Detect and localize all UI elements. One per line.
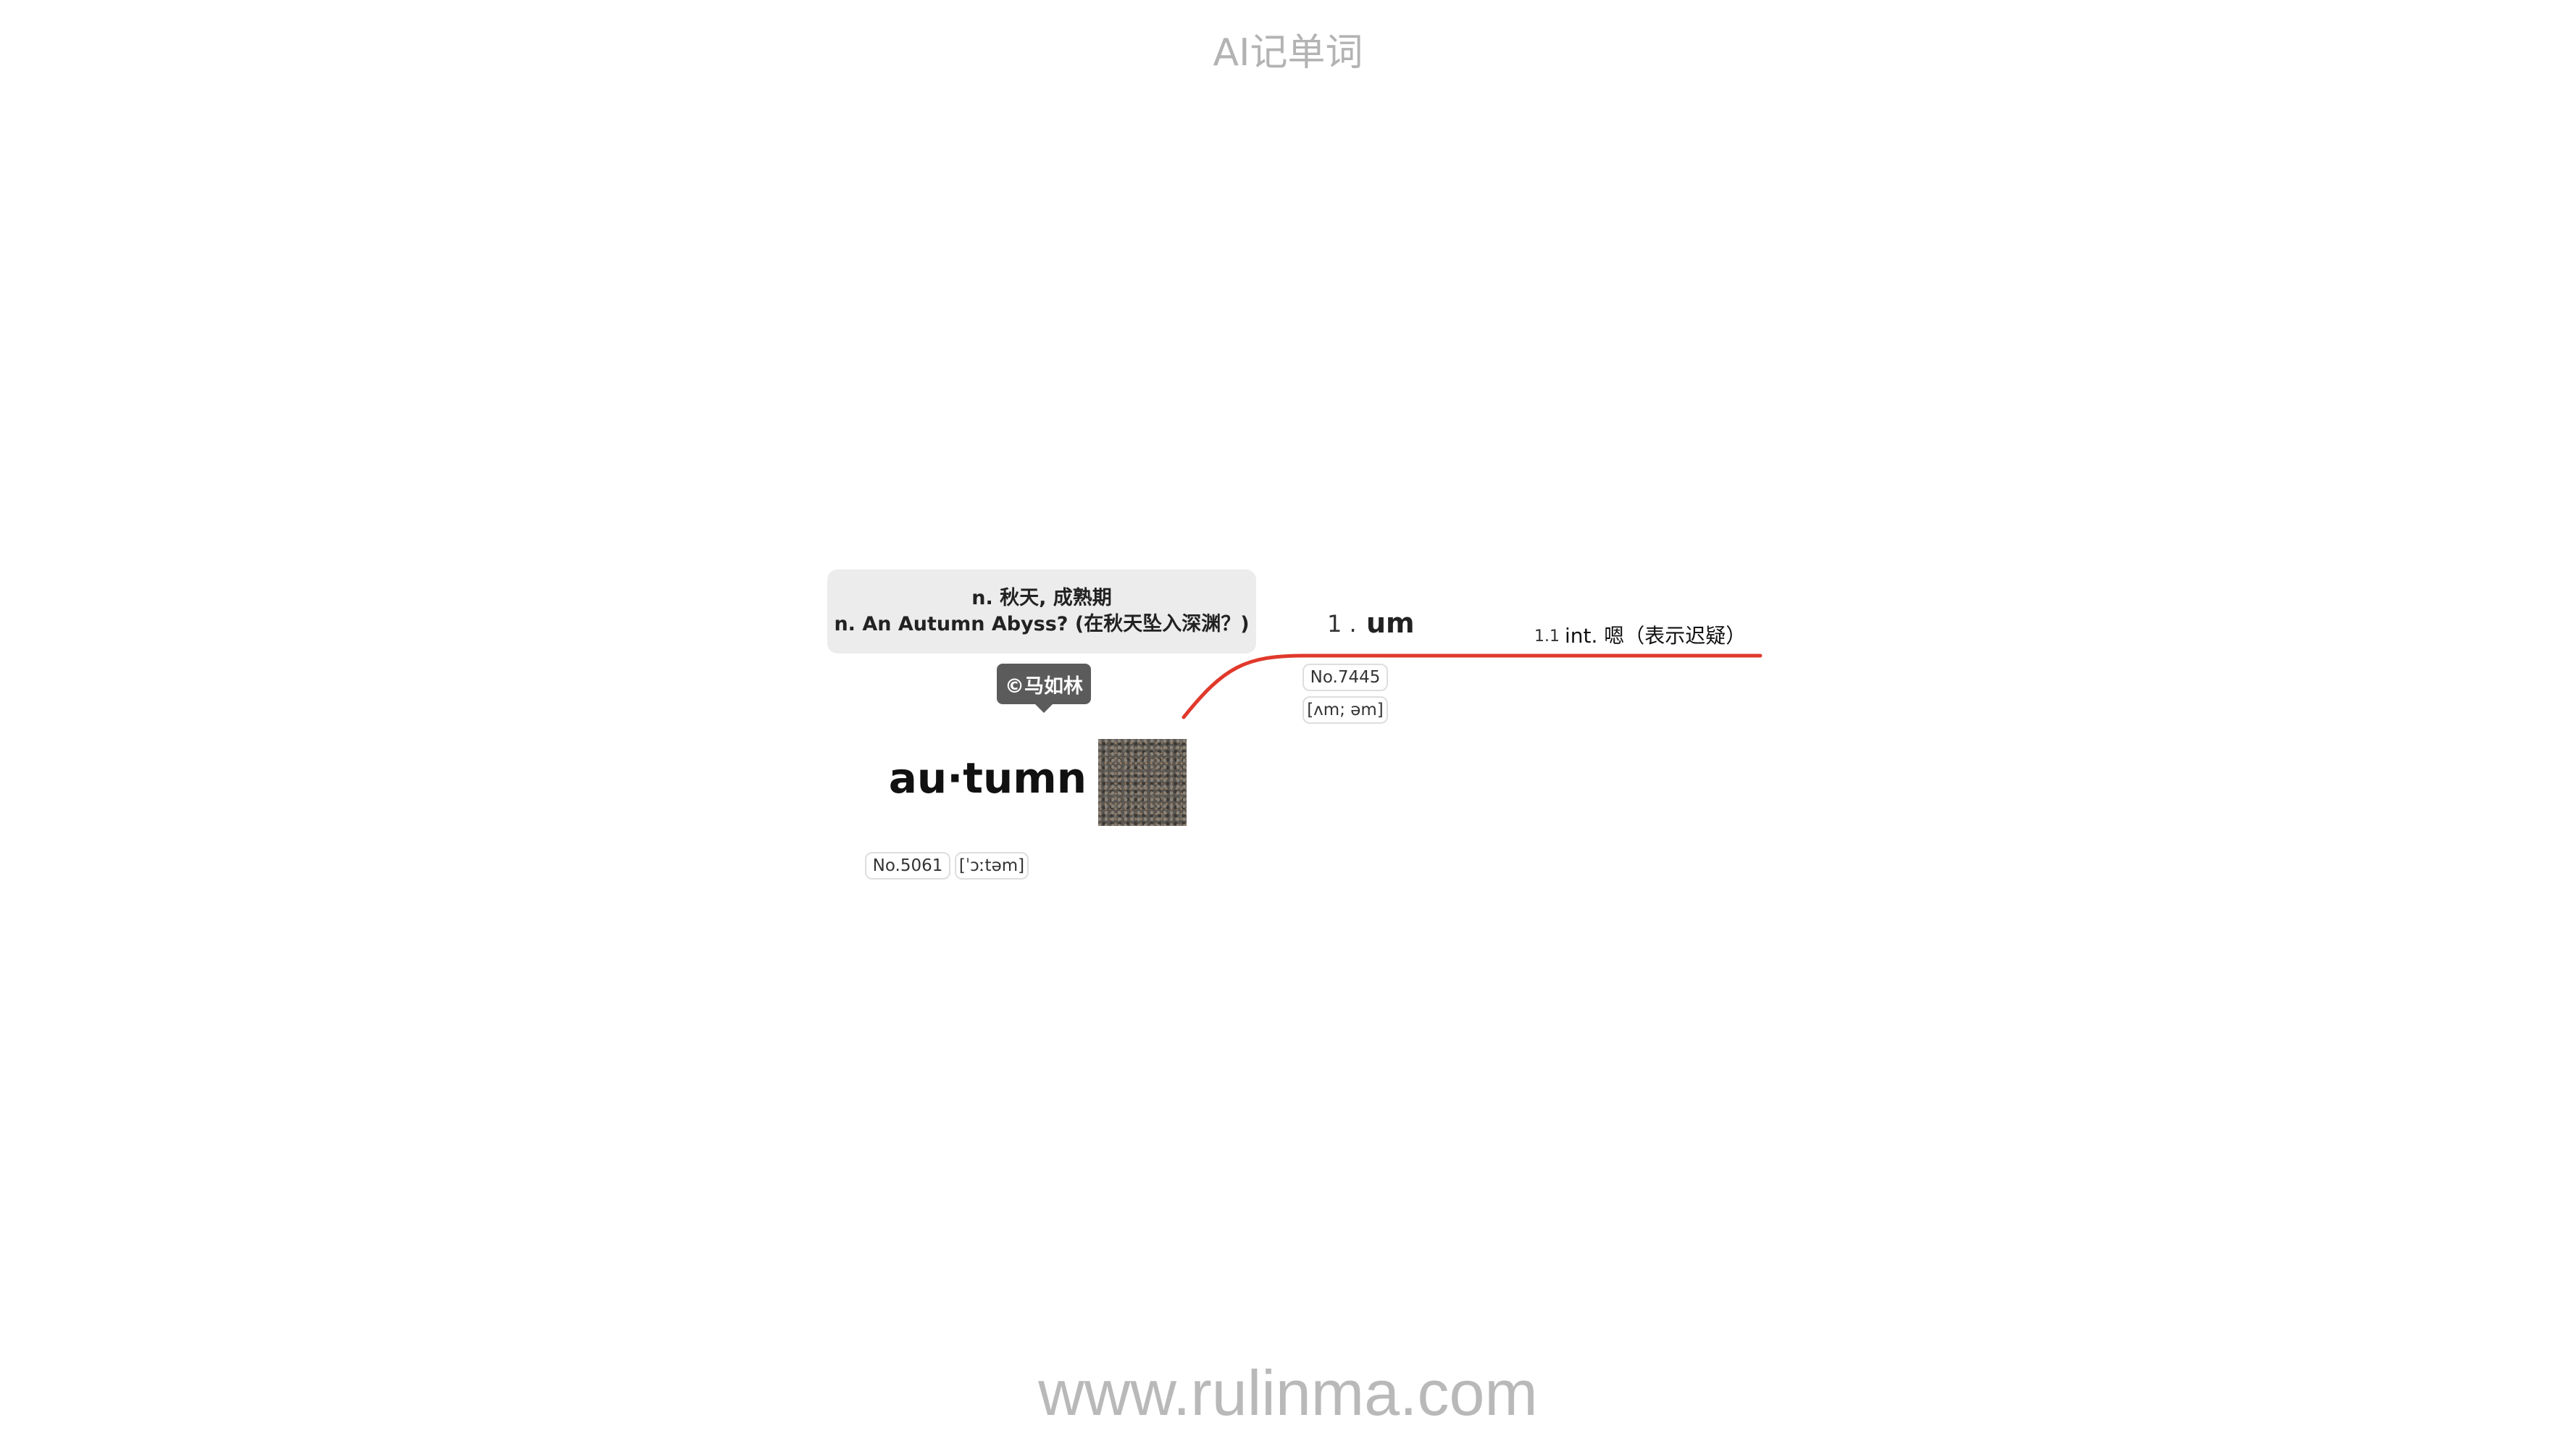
branch-index: 1 . (1327, 610, 1357, 638)
branch-word[interactable]: um (1366, 607, 1415, 639)
author-tag: ©马如林 (997, 664, 1091, 713)
app-title: AI记单词 (1213, 31, 1363, 75)
sense-text: int. 嗯（表示迟疑） (1565, 624, 1747, 648)
word-number-badge: No.5061 (865, 852, 950, 880)
branch-phonetic-badge: [ʌm; əm] (1302, 696, 1388, 724)
definition-chinese: n. 秋天, 成熟期 (971, 587, 1112, 609)
branch-curve (1182, 653, 1762, 719)
headword: au·tumn (888, 753, 1087, 803)
definition-mnemonic: n. An Autumn Abyss? (在秋天坠入深渊？) (834, 613, 1250, 635)
definition-box: n. 秋天, 成熟期 n. An Autumn Abyss? (在秋天坠入深渊？… (827, 569, 1256, 653)
sense-index: 1.1 (1534, 627, 1560, 646)
branch-number-badge: No.7445 (1302, 664, 1388, 691)
phonetic-badge: [ˈɔːtəm] (955, 852, 1029, 880)
footer-url: www.rulinma.com (1038, 1357, 1538, 1429)
word-image (1098, 739, 1187, 826)
